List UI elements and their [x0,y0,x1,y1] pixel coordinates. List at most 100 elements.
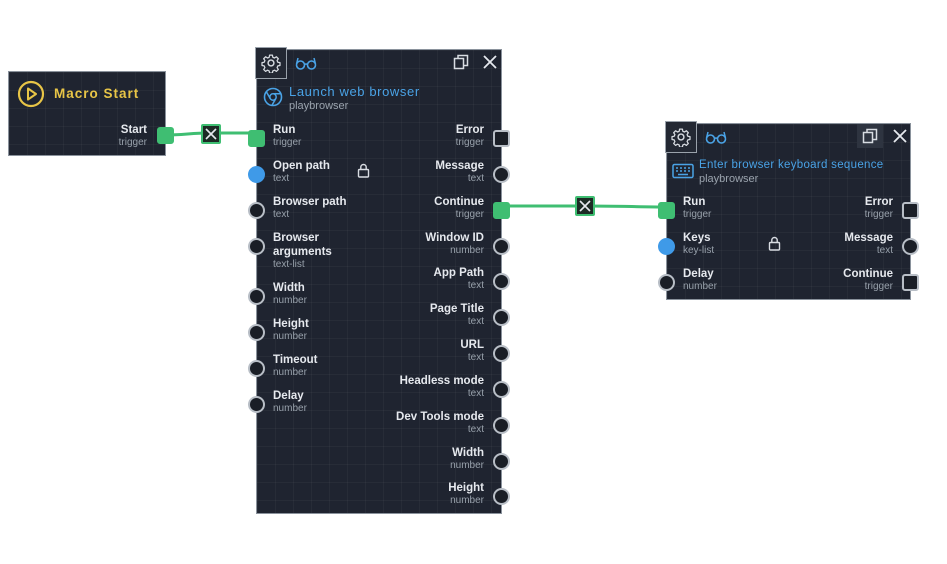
input-label-height: Height [273,318,309,330]
output-port-height[interactable] [493,488,510,505]
input-type-browser-path: text [273,209,290,220]
input-port-keys[interactable] [658,238,675,255]
input-port-width[interactable] [248,288,265,305]
output-type-height: number [450,495,484,506]
close-icon[interactable] [483,55,497,69]
output-port-continue[interactable] [902,274,919,291]
lock-icon [768,236,781,256]
output-port-error[interactable] [902,202,919,219]
output-port-continue[interactable] [493,202,510,219]
output-label-start: Start [120,124,147,136]
output-type-width: number [450,460,484,471]
duplicate-icon[interactable] [857,124,883,148]
node-subtitle: playbrowser [289,100,349,112]
lock-icon [357,163,370,183]
input-label-width: Width [273,282,305,294]
output-label-page-title: Page Title [429,303,484,315]
output-label-continue: Continue [843,268,893,280]
output-port-start[interactable] [157,127,174,144]
output-type-app-path: text [467,280,484,291]
input-type-open-path: text [273,173,290,184]
output-type-dev-tools-mode: text [467,424,484,435]
keyboard-icon [672,163,694,179]
output-type-headless-mode: text [467,388,484,399]
input-type-delay: number [273,403,307,414]
output-type-page-title: text [467,316,484,327]
output-type-error: trigger [455,137,484,148]
output-port-app-path[interactable] [493,273,510,290]
output-port-message[interactable] [902,238,919,255]
output-port-dev-tools-mode[interactable] [493,417,510,434]
node-title: Enter browser keyboard sequence [699,159,884,171]
gear-icon [261,54,281,73]
output-label-app-path: App Path [433,267,484,279]
gear-icon [671,128,691,147]
output-type-window-id: number [450,245,484,256]
output-port-window-id[interactable] [493,238,510,255]
output-port-headless-mode[interactable] [493,381,510,398]
input-type-keys: key-list [683,245,715,256]
input-port-timeout[interactable] [248,360,265,377]
input-port-browser-arguments[interactable] [248,238,265,255]
node-subtitle: playbrowser [699,173,759,185]
input-type-delay: number [683,281,717,292]
play-circle-icon [17,80,45,108]
output-type-continue: trigger [864,281,893,292]
macro-start-title: Macro Start [54,86,140,101]
input-label-open-path: Open path [273,160,330,172]
browser-icon [263,87,283,107]
input-type-run: trigger [273,137,302,148]
output-label-window-id: Window ID [425,232,484,244]
output-type-error: trigger [864,209,893,220]
output-type-start: trigger [118,137,147,148]
output-label-url: URL [460,339,484,351]
glasses-icon[interactable] [295,56,317,70]
input-label-browser-arguments: Browser arguments [273,232,332,258]
input-label-keys: Keys [683,232,711,244]
glasses-icon[interactable] [705,130,727,144]
duplicate-icon[interactable] [453,54,469,70]
input-label-browser-path: Browser path [273,196,347,208]
input-port-delay[interactable] [658,274,675,291]
output-label-error: Error [455,124,484,136]
output-port-url[interactable] [493,345,510,362]
node-toolbar [665,121,910,154]
input-port-height[interactable] [248,324,265,341]
settings-button[interactable] [255,47,287,79]
output-label-message: Message [435,160,484,172]
node-title: Launch web browser [289,84,420,99]
input-label-timeout: Timeout [273,354,318,366]
settings-button[interactable] [665,121,697,153]
input-port-delay[interactable] [248,396,265,413]
input-label-run: Run [273,124,296,136]
input-type-width: number [273,295,307,306]
input-port-open-path[interactable] [248,166,265,183]
input-label-delay: Delay [273,390,304,402]
input-type-height: number [273,331,307,342]
input-port-run[interactable] [658,202,675,219]
output-label-height: Height [448,482,484,494]
keyboard-sequence-node[interactable]: Enter browser keyboard sequence playbrow… [658,121,919,300]
input-type-browser-arguments: text-list [273,259,305,270]
macro-start-node[interactable]: Macro Start Start trigger [8,71,174,156]
input-label-run: Run [683,196,706,208]
input-type-timeout: number [273,367,307,378]
close-icon[interactable] [893,129,907,143]
input-port-browser-path[interactable] [248,202,265,219]
output-label-dev-tools-mode: Dev Tools mode [396,411,484,423]
output-label-message: Message [844,232,893,244]
output-port-message[interactable] [493,166,510,183]
wire-delete-handle-1[interactable] [201,124,221,144]
input-label-delay: Delay [683,268,714,280]
output-port-error[interactable] [493,130,510,147]
wire-delete-handle-2[interactable] [575,196,595,216]
close-x-icon [579,200,591,212]
input-port-run[interactable] [248,130,265,147]
node-toolbar [255,47,501,80]
output-label-continue: Continue [434,196,484,208]
output-label-headless-mode: Headless mode [399,375,484,387]
output-port-width[interactable] [493,453,510,470]
input-type-run: trigger [683,209,712,220]
output-port-page-title[interactable] [493,309,510,326]
